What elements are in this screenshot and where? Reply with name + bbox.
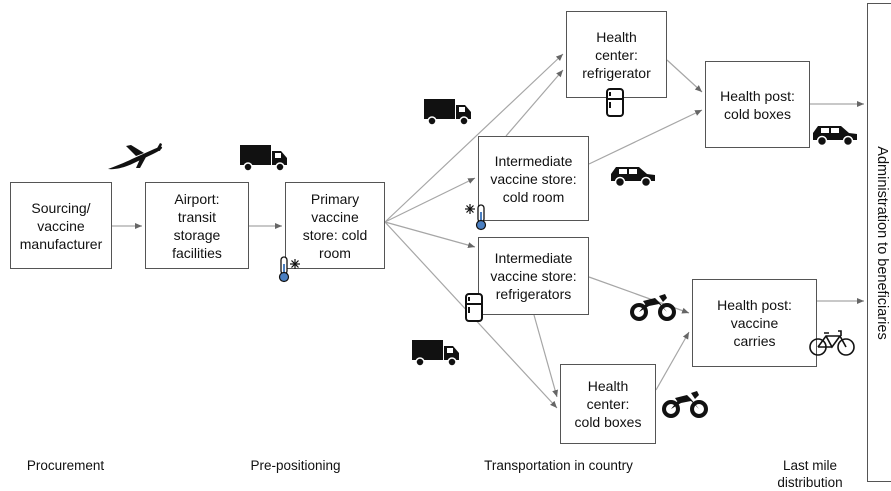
edge-hc-fridge-hp-cold: [666, 59, 703, 93]
truck-icon: [240, 145, 287, 172]
truck-icon: [412, 340, 459, 367]
node-health-center-refrigerator: Health center: refrigerator: [566, 11, 667, 98]
node-sourcing: Sourcing/ vaccine manufacturer: [10, 182, 112, 269]
car-icon: [611, 167, 655, 188]
motorcycle-icon: [630, 294, 676, 321]
edge-primary-ivs-fridge: [384, 221, 476, 249]
refrigerator-icon: [465, 293, 483, 322]
edge-ivs-cold-hc-fridge: [505, 69, 564, 137]
truck-icon: [424, 99, 471, 126]
bicycle-icon: [809, 330, 855, 356]
thermometer-snowflake-icon: [465, 204, 487, 231]
administration-label: Administration to beneficiaries: [874, 145, 890, 340]
node-health-center-cold-boxes: Health center: cold boxes: [560, 364, 656, 444]
stage-last-mile: Last mile distribution: [777, 458, 843, 490]
edge-primary-ivs-cold: [384, 177, 476, 223]
stage-procurement: Procurement: [26, 458, 105, 473]
edge-primary-hc-fridge: [384, 53, 564, 223]
edge-ivs-fridge-hc-cold: [533, 314, 558, 398]
stage-prepositioning: Pre-positioning: [250, 458, 341, 473]
node-intermediate-refrigerators: Intermediate vaccine store: refrigerator…: [478, 237, 589, 315]
node-health-post-cold-boxes: Health post: cold boxes: [705, 61, 810, 148]
node-administration: Administration to beneficiaries: [867, 3, 891, 482]
node-airport: Airport: transit storage facilities: [145, 182, 249, 269]
motorcycle-icon: [662, 391, 708, 418]
edge-ivs-cold-hp-cold: [588, 109, 703, 165]
node-primary-store: Primary vaccine store: cold room: [285, 182, 385, 269]
node-health-post-vaccine-carries: Health post: vaccine carries: [692, 279, 817, 367]
edge-hc-cold-hp-carries: [655, 331, 690, 391]
stage-transportation: Transportation in country: [484, 458, 633, 473]
car-icon: [813, 126, 857, 147]
thermometer-snowflake-icon: [278, 256, 300, 283]
refrigerator-icon: [606, 88, 624, 117]
node-intermediate-cold-room: Intermediate vaccine store: cold room: [478, 136, 589, 221]
airplane-icon: [108, 143, 163, 170]
